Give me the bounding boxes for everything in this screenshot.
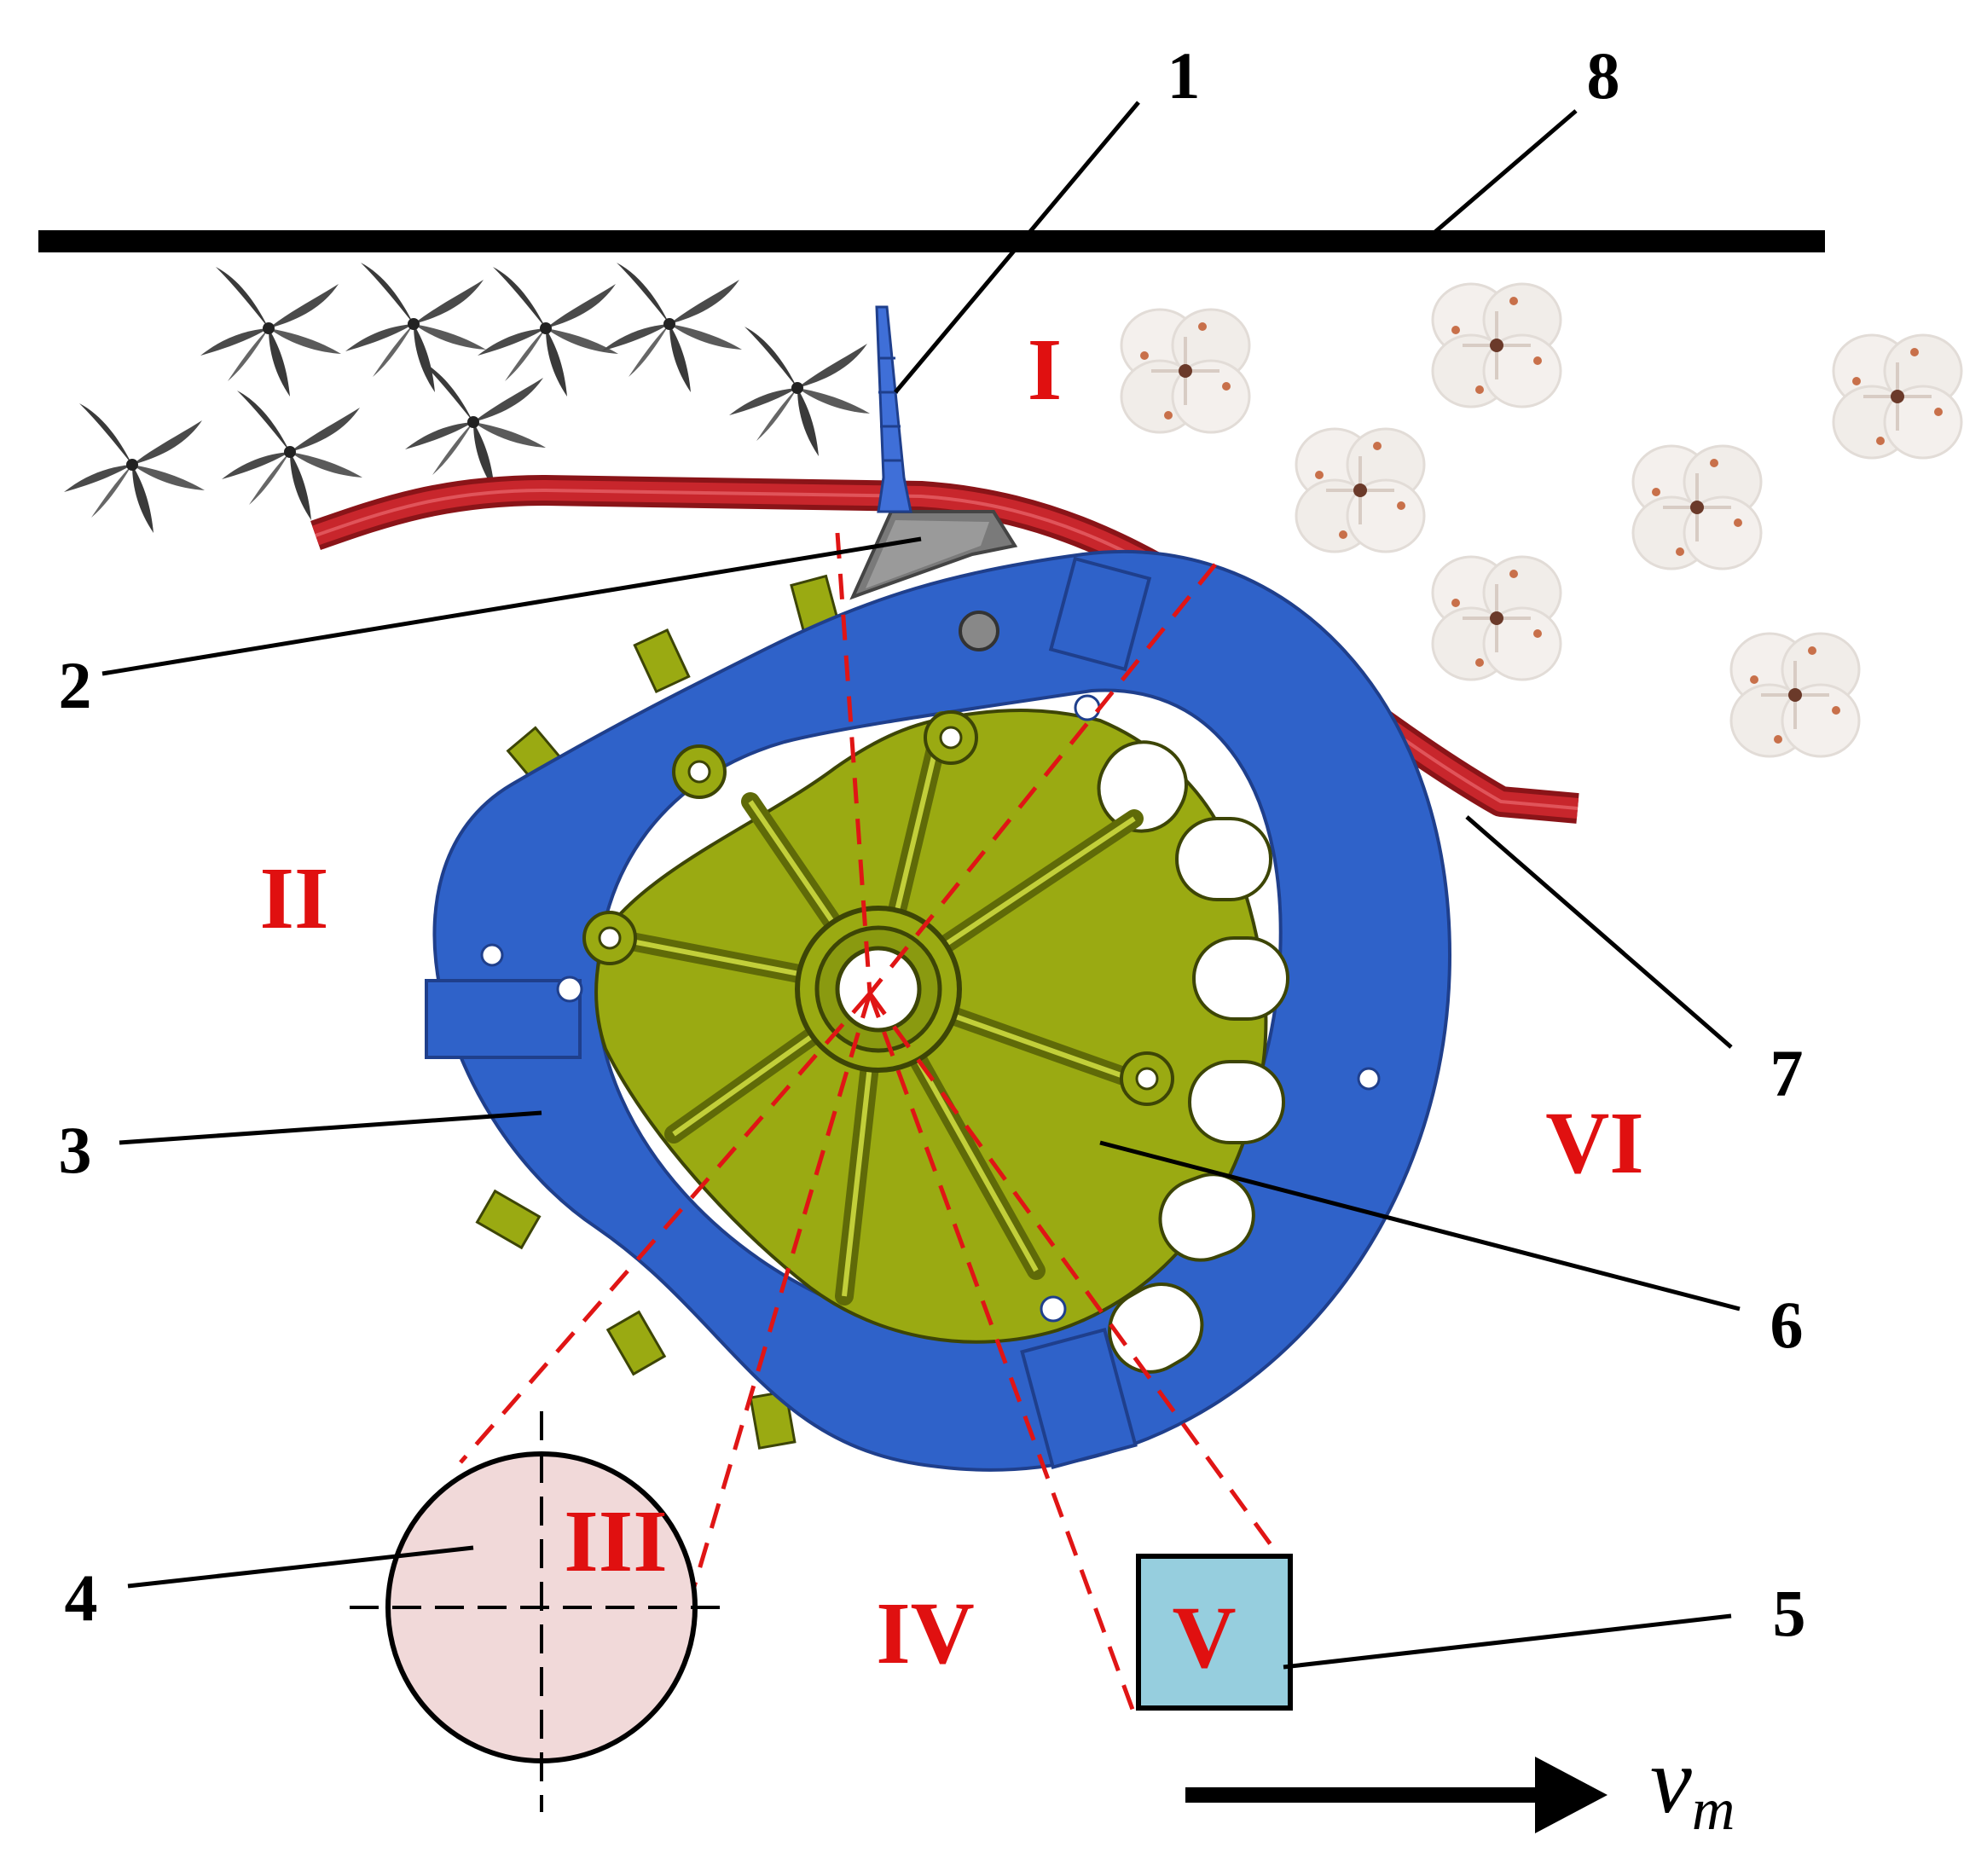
zone-label-iv: IV xyxy=(876,1584,975,1682)
leader-lines xyxy=(101,101,1741,1670)
seedling-icon xyxy=(222,391,362,520)
target-box xyxy=(1136,1554,1293,1711)
seedling-icon xyxy=(200,267,341,397)
cotton-boll-icon xyxy=(1431,282,1562,408)
seedling-icon xyxy=(405,361,546,490)
seedling-icon xyxy=(345,263,486,392)
callout-4: 4 xyxy=(65,1560,98,1635)
zone-label-v: V xyxy=(1172,1589,1236,1687)
cotton-boll-icon xyxy=(1431,555,1562,681)
callout-1: 1 xyxy=(1167,38,1201,113)
seedling-icon xyxy=(478,267,618,397)
disc-windows xyxy=(1097,740,1289,1374)
cotton-boll-icon xyxy=(1120,308,1251,434)
seedling-icon xyxy=(601,263,742,392)
finger xyxy=(875,305,912,513)
zone-label-ii: II xyxy=(260,849,329,947)
zone-guide-lines xyxy=(459,532,1282,1715)
cotton-boll-icon xyxy=(1832,333,1963,460)
callout-5: 5 xyxy=(1773,1576,1806,1650)
seedling-icon xyxy=(729,327,870,456)
velocity-label: vm xyxy=(1650,1728,1735,1843)
cotton-boll-icon xyxy=(1295,427,1426,553)
disc-teeth xyxy=(475,574,841,1450)
zone-label-vi: VI xyxy=(1545,1094,1644,1192)
callout-3: 3 xyxy=(59,1113,92,1187)
seedling-icon xyxy=(64,403,205,533)
callout-7: 7 xyxy=(1770,1036,1804,1110)
zone-label-i: I xyxy=(1028,321,1062,419)
callout-8: 8 xyxy=(1587,38,1620,113)
cotton-boll-icon xyxy=(1631,444,1763,570)
cotton-boll-icon xyxy=(1729,632,1861,758)
callout-2: 2 xyxy=(59,648,92,722)
callout-6: 6 xyxy=(1770,1288,1804,1362)
wheel-brackets xyxy=(425,556,1152,1470)
zone-label-iii: III xyxy=(564,1492,667,1590)
